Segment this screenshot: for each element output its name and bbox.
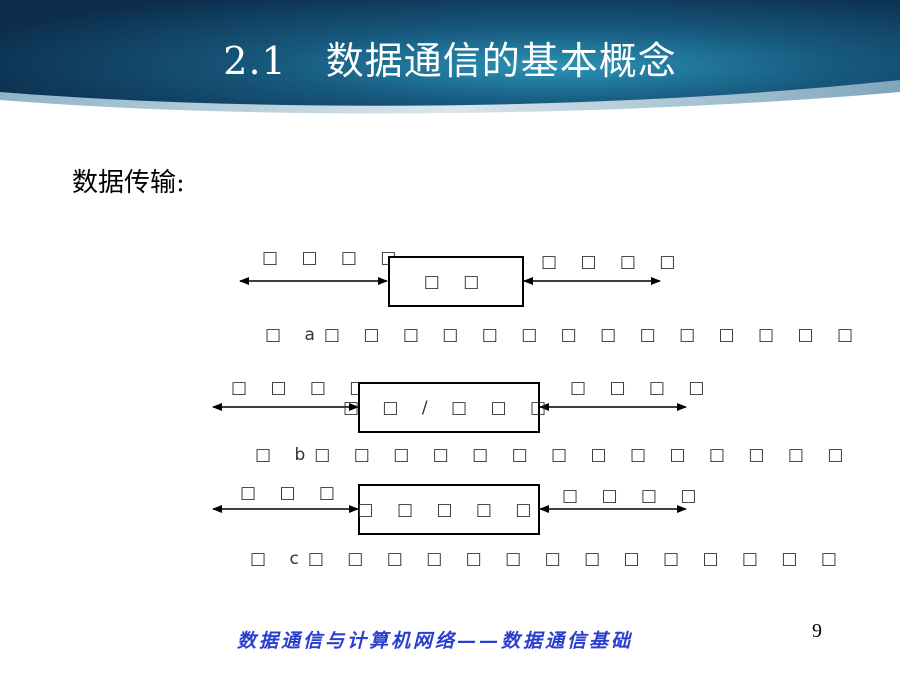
diagram-c-box: □ □ □ □ □ (358, 484, 540, 535)
header-background (0, 0, 900, 120)
diagram-a-caption: □ a□ □ □ □ □ □ □ □ □ □ □ □ □ □ (265, 325, 863, 345)
page-title: 2.1 数据通信的基本概念 (223, 39, 677, 83)
diagram-b-box-label: □ □ / □ □ □ (342, 397, 556, 418)
header-banner (0, 0, 900, 120)
diagram-b-caption: □ b□ □ □ □ □ □ □ □ □ □ □ □ □ □ (255, 445, 853, 465)
section-label: 数据传输: (72, 168, 185, 198)
diagram-a-right-label: □ □ □ □ (541, 252, 685, 272)
diagram-a-left-label: □ □ □ □ (262, 248, 406, 268)
diagram-b-box: □ □ / □ □ □ (343, 382, 546, 433)
footer-text: 数据通信与计算机网络——数据通信基础 (236, 630, 633, 652)
diagram-a-box-label: □ □ (423, 271, 489, 292)
diagram-b-right-label: □ □ □ □ (570, 378, 714, 398)
diagram-a-box: □ □ (388, 256, 524, 307)
page-number: 9 (812, 620, 822, 642)
diagram-c-caption: □ c□ □ □ □ □ □ □ □ □ □ □ □ □ □ (250, 549, 846, 569)
diagram-b-left-label: □ □ □ □ (231, 378, 375, 398)
diagram-c-box-label: □ □ □ □ □ (357, 499, 541, 520)
diagram-c-left-label: □ □ □ □ (240, 483, 384, 503)
diagram-c-right-label: □ □ □ □ (562, 486, 706, 506)
